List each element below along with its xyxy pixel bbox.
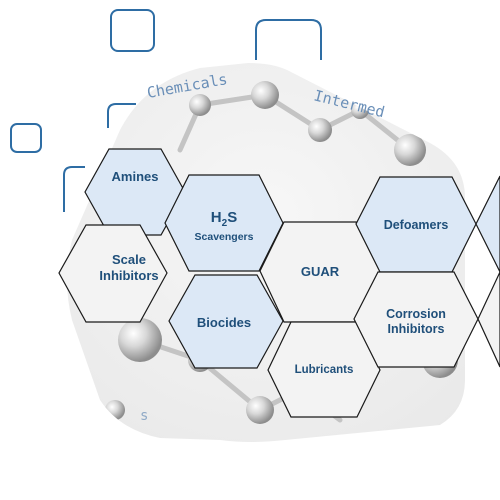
label-scavengers: Scavengers — [195, 231, 254, 243]
hex-partial-right-1 — [475, 175, 500, 273]
label-amines: Amines — [112, 169, 159, 184]
hex-grid — [58, 148, 500, 418]
label-lubricants: Lubricants — [295, 364, 354, 376]
decor-square-2 — [255, 19, 322, 60]
decor-square-5 — [63, 166, 85, 212]
hex-amines — [84, 148, 186, 236]
decor-square-1 — [110, 9, 155, 52]
label-defoamers: Defoamers — [384, 218, 449, 232]
decor-square-3 — [107, 103, 136, 128]
hex-h2s-scavengers — [164, 174, 284, 272]
hex-scale-inhibitors — [58, 224, 168, 323]
label-scale-inhibitors: Inhibitors — [99, 268, 158, 283]
decor-squares — [10, 9, 322, 212]
hex-biocides — [168, 274, 284, 369]
label-biocides: Biocides — [197, 315, 251, 330]
label-corrosion-inhibitors: Inhibitors — [388, 322, 445, 336]
hex-corrosion-inhibitors — [353, 271, 479, 368]
label-scale: Scale — [112, 252, 146, 267]
decor-square-4 — [10, 123, 42, 153]
faded-word-fragment: s — [140, 408, 148, 424]
hex-partial-right-2 — [477, 271, 500, 368]
label-corrosion: Corrosion — [386, 307, 446, 321]
label-guar: GUAR — [301, 264, 340, 279]
label-h2s: H2S — [211, 209, 237, 229]
